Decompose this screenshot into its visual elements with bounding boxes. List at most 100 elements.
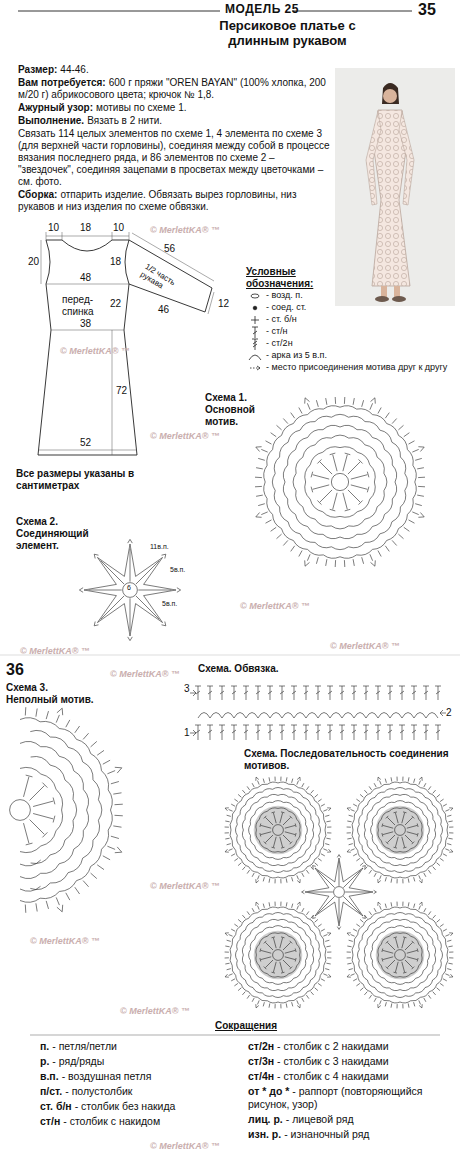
drawn-ellipse — [375, 296, 389, 302]
drawn-path — [366, 111, 381, 205]
legend-text: - возд. п. — [266, 290, 452, 300]
abbreviation-line: ст/2н- столбик с 2 накидами — [248, 1040, 454, 1053]
chart-strokes — [302, 855, 377, 930]
body-text: - столбик с 3 накидами — [277, 1055, 389, 1067]
drawn-path — [382, 83, 399, 104]
bold-term: р. — [40, 1055, 49, 1067]
dimension: 12 — [218, 298, 229, 310]
body-text: - ряд/ряды — [52, 1055, 104, 1067]
body-text: - изнаночный ряд — [284, 1128, 369, 1140]
abbreviation-line: п.- петля/петли — [40, 1040, 240, 1053]
body-text: Связать 114 целых элементов по схеме 1, … — [18, 128, 330, 187]
dimension: 10 — [113, 222, 124, 234]
chart-title: Схема. Последовательность соединения мот… — [244, 748, 449, 772]
legend-text: - соед. ст. — [266, 302, 452, 312]
bold-term: ст/2н — [248, 1040, 274, 1052]
chart-strokes — [376, 806, 425, 855]
drawn-path — [249, 355, 261, 360]
chart-strokes — [376, 931, 425, 980]
body-text: - петля/петли — [52, 1040, 117, 1052]
bold-term: ст. б/н — [40, 1100, 72, 1112]
body-text: - столбик с накидом — [63, 1115, 160, 1127]
body-text: - воздушная петля — [62, 1070, 152, 1082]
drawn-path — [129, 240, 212, 312]
page-number: 36 — [6, 661, 24, 679]
bold-term: Сборка: — [18, 189, 57, 200]
bold-term: Вам потребуется: — [18, 77, 106, 88]
abbreviation-line: изн. р.- изнаночный ряд — [248, 1128, 454, 1141]
drawn-line — [208, 292, 214, 314]
text-column: Размер:44-46.Вам потребуется:600 г пряжи… — [18, 64, 332, 214]
chart-strokes — [347, 777, 454, 884]
chart-strokes — [225, 777, 332, 884]
legend-text: - ст/н — [266, 326, 452, 336]
body-paragraph: Сборка:отпарить изделие. Обвязать вырез … — [18, 189, 332, 213]
chart-strokes — [190, 686, 446, 740]
abbreviation-line: ст/3н- столбик с 3 накидами — [248, 1055, 454, 1068]
bold-term: п. — [40, 1040, 49, 1052]
abbrev-rule — [30, 1035, 440, 1036]
body-text: отпарить изделие. Обвязать вырез горлови… — [18, 189, 297, 212]
body-text: - столбик с 4 накидами — [277, 1070, 389, 1082]
legend-text: - арка из 5 в.п. — [266, 350, 452, 360]
chain-count: 11в.п. — [150, 543, 169, 551]
bold-term: ст/н — [40, 1115, 60, 1127]
dimension: 56 — [164, 243, 175, 255]
drawn-path — [250, 368, 260, 369]
legend-symbols — [249, 294, 261, 370]
legend-heading: Условные обозначения: — [246, 266, 358, 290]
drawn-line — [41, 240, 42, 284]
drawn-line — [46, 236, 129, 237]
note: Все размеры указаны в сантиметрах — [16, 468, 138, 492]
dimension: 72 — [116, 385, 127, 397]
page-title: Персиковое платье с длинным рукавом — [205, 18, 370, 48]
body-paragraph: Связать 114 целых элементов по схеме 1, … — [18, 128, 332, 188]
watermark: © MerlettKA® ™ — [150, 224, 220, 236]
dimension: 22 — [110, 298, 121, 310]
body-text: Вязать в 2 нити. — [87, 115, 162, 126]
bold-term: ст/4н — [248, 1070, 274, 1082]
legend-text: - место присоединения мотива друг к друг… — [266, 362, 452, 372]
dimension: 52 — [80, 437, 91, 449]
chart-title: Схема 1. Основной мотив. — [205, 392, 287, 428]
dimension: 48 — [80, 272, 91, 284]
chart-strokes — [255, 397, 425, 567]
page-number: 35 — [418, 1, 436, 19]
bold-term: п/ст. — [40, 1085, 62, 1097]
dimension: 18 — [110, 256, 121, 268]
watermark: © MerlettKA® ™ — [330, 640, 400, 652]
watermark: © MerlettKA® ™ — [120, 1005, 190, 1017]
drawn-circle — [383, 89, 397, 103]
dimension: 20 — [28, 256, 39, 268]
drawn-path — [257, 366, 260, 370]
chart-strokes — [254, 806, 303, 855]
watermark: © MerlettKA® ™ — [150, 880, 220, 892]
row-number: 2 — [446, 707, 452, 719]
part-name: 1/2 часть рукава — [139, 262, 189, 302]
chart-strokes — [10, 707, 123, 913]
bold-term: Размер: — [18, 64, 57, 75]
row-number: 1 — [184, 727, 190, 739]
chain-count: 5в.п. — [170, 566, 185, 574]
drawn-line — [292, 11, 412, 12]
bold-term: лиц. р. — [248, 1113, 283, 1125]
bold-term: от * до * — [248, 1085, 289, 1097]
chart-title: Схема 3. Неполный мотив. — [6, 682, 98, 706]
body-text: - столбик без накида — [75, 1100, 176, 1112]
dimension: 38 — [80, 318, 91, 330]
header-rules — [18, 11, 412, 12]
drawn-path — [252, 327, 258, 338]
watermark: © MerlettKA® ™ — [110, 668, 180, 680]
drawn-path — [399, 111, 414, 205]
part-name: перед-спинка — [62, 294, 108, 318]
abbreviation-line: ст. б/н- столбик без накида — [40, 1100, 240, 1113]
legend-text: - ст. б/н — [266, 314, 452, 324]
chart-strokes — [79, 539, 180, 640]
bold-term: Ажурный узор: — [18, 102, 93, 113]
abbreviation-line: лиц. р.- лицевой ряд — [248, 1113, 454, 1126]
body-paragraph: Вам потребуется:600 г пряжи "OREN BAYAN"… — [18, 77, 332, 101]
bold-term: Выполнение. — [18, 115, 84, 126]
dimension: 46 — [158, 304, 169, 316]
watermark: © MerlettKA® ™ — [30, 935, 100, 947]
bold-term: в.п. — [40, 1070, 59, 1082]
